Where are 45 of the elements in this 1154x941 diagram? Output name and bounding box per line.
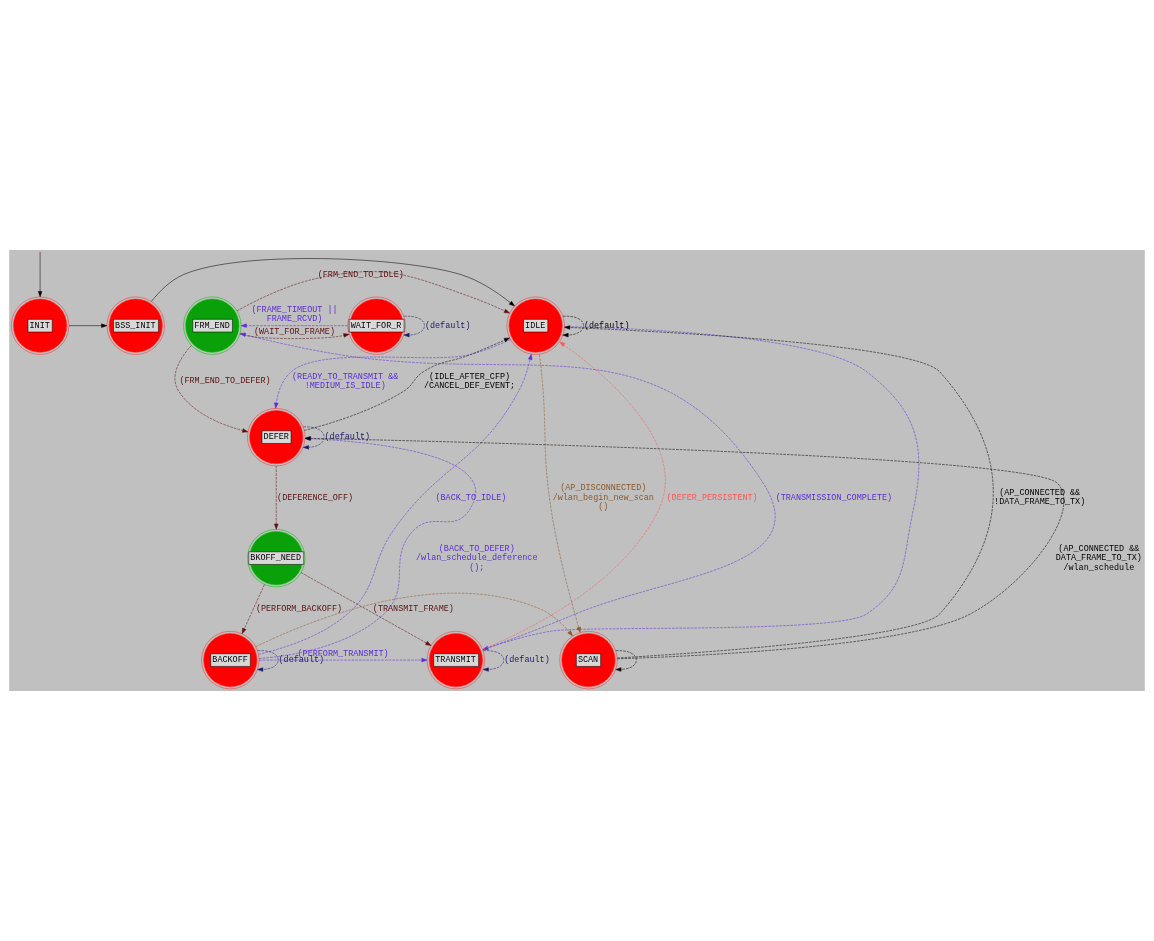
- arrow: [151, 258, 515, 307]
- edge-label: (default): [504, 655, 550, 666]
- arrow: [539, 354, 581, 633]
- arrow: [300, 572, 432, 646]
- arrow: [258, 353, 533, 655]
- arrow: [482, 650, 504, 672]
- edge-label: (READY_TO_TRANSMIT && !MEDIUM_IS_IDLE): [292, 371, 399, 392]
- edge-label: (BACK_TO_IDLE): [435, 492, 507, 503]
- edge-label: (TRANSMIT_FRAME): [372, 604, 454, 615]
- edge-label: (FRAME_TIMEOUT || FRAME_RCVD): [251, 304, 338, 325]
- arrow: [303, 426, 325, 450]
- edge-label: (FRM_END_TO_IDLE): [317, 269, 404, 280]
- edge-label: (FRM_END_TO_DEFER): [179, 376, 271, 387]
- arrow: [562, 315, 584, 338]
- arrow: [240, 323, 348, 328]
- arrow: [37, 252, 43, 297]
- edge-label: (IDLE_AFTER_CFP)/CANCEL_DEF_EVENT;: [424, 371, 516, 392]
- arrow: [257, 650, 279, 672]
- arrow: [304, 337, 510, 431]
- edge-label: (PERFORM_BACKOFF): [255, 604, 343, 615]
- edge-label: (TRANSMISSION_COMPLETE): [775, 492, 893, 503]
- arrow: [403, 315, 425, 338]
- edge-label: (DEFERENCE_OFF): [277, 492, 354, 503]
- edge-label: (AP_CONNECTED && !DATA_FRAME_TO_TX): [994, 487, 1086, 508]
- edge-label: (default): [583, 320, 630, 331]
- arrow: [564, 325, 994, 659]
- arrow: [239, 333, 350, 339]
- edge-label: (AP_CONNECTED && DATA_FRAME_TO_TX)/wlan_schedule: [1055, 543, 1142, 573]
- arrow: [304, 436, 1065, 660]
- arrow: [174, 345, 249, 433]
- arrow: [255, 592, 573, 647]
- arrow: [274, 465, 279, 530]
- arrow: [274, 339, 511, 409]
- edge-label: (DEFER_PERSISTENT): [666, 492, 758, 503]
- edge-label: (AP_DISCONNECTED)/wlan_begin_new_scan (): [552, 483, 654, 513]
- edge-label: (default): [324, 432, 371, 443]
- arrow: [258, 436, 476, 659]
- edge-label: (default): [424, 320, 471, 331]
- edge-label: (WAIT_FOR_FRAME): [253, 327, 335, 338]
- arrow: [241, 584, 265, 634]
- arrow: [258, 657, 428, 663]
- arrow: [68, 323, 108, 328]
- arrow: [615, 650, 637, 672]
- edge-label: (BACK_TO_DEFER)/wlan_schedule_deference ();: [415, 543, 538, 573]
- arrow: [236, 271, 510, 314]
